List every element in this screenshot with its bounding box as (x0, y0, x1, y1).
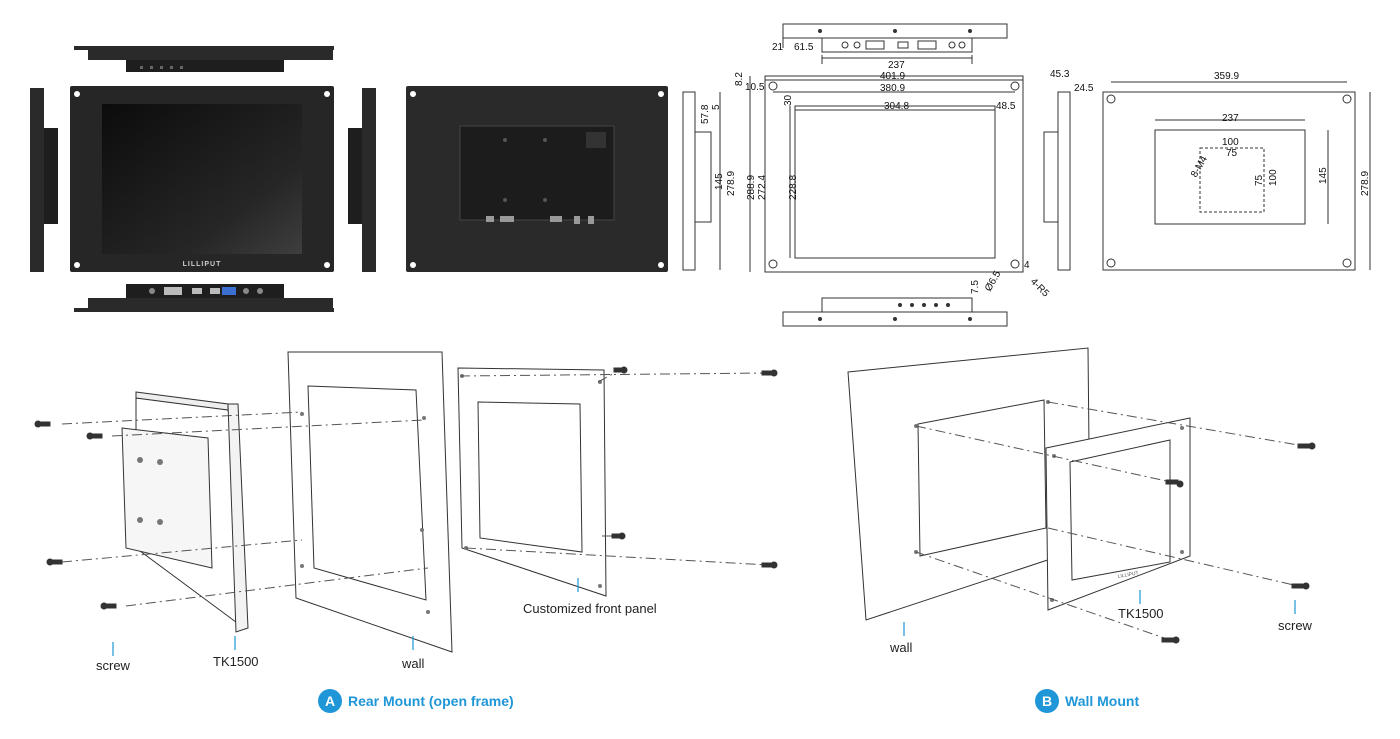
device-b: LILLIPUT (1045, 417, 1191, 611)
dim-side-depth-a: 57.8 (700, 104, 711, 124)
top-view-drawing (782, 23, 1008, 64)
bottom-view-drawing (782, 297, 1008, 327)
caption-a-title: Rear Mount (open frame) (348, 693, 514, 709)
label-panel-a: Customized front panel (523, 601, 657, 616)
screw-icon (34, 420, 51, 428)
screen-area (102, 104, 302, 254)
rear-view-photo (406, 86, 668, 272)
dim-front-view-height: 228.8 (788, 175, 799, 200)
wall-b (847, 347, 1091, 621)
top-view-photo (74, 46, 334, 72)
technical-drawings (682, 23, 1371, 327)
screw-icon (1297, 442, 1316, 450)
dim-front-radius: 4-R5 (1028, 276, 1051, 299)
caption-b: B Wall Mount (1035, 689, 1139, 713)
dim-side-height: 278.9 (726, 171, 737, 196)
front-view-photo: LILLIPUT (70, 86, 334, 272)
side-view-drawing (682, 91, 721, 271)
screw-icon (761, 561, 778, 569)
dim-side-box-height: 145 (714, 173, 725, 190)
dim-top-box-width: 237 (888, 60, 905, 71)
caption-b-title: Wall Mount (1065, 693, 1139, 709)
screws-a (34, 366, 778, 610)
brand-logo-b: LILLIPUT (1117, 570, 1139, 580)
dim-front-frame-width: 401.9 (880, 71, 905, 82)
dim-rear-vesa-75-v: 75 (1254, 174, 1265, 186)
screw-icon (613, 366, 628, 374)
leaders-b (903, 590, 1296, 636)
dim-rear-vesa-75-h: 75 (1226, 148, 1238, 159)
dim-front-hole-height: 272.4 (757, 175, 768, 200)
rear-side-drawing (1043, 91, 1071, 271)
dim-top-depth-box: 61.5 (794, 42, 814, 53)
label-screw-a: screw (96, 658, 131, 673)
device-rear-mount (121, 391, 249, 633)
rear-view-drawing (1102, 81, 1371, 271)
dim-rear-vesa-100-v: 100 (1268, 169, 1279, 186)
dim-rear-height: 278.9 (1360, 171, 1371, 196)
screw-icon (46, 558, 63, 566)
screw-guides-b (915, 401, 1305, 641)
dim-rear-box-width: 237 (1222, 113, 1239, 124)
label-wall-b: wall (889, 640, 913, 655)
badge-a-circle (318, 689, 342, 713)
label-screw-b: screw (1278, 618, 1313, 633)
leaders-a (112, 578, 579, 656)
dim-front-bottom-edge: 7.5 (970, 280, 981, 294)
rear-mount-diagram (34, 351, 778, 656)
front-view-drawing (749, 75, 1024, 273)
screw-icon (1291, 582, 1310, 590)
badge-b-letter: B (1042, 693, 1052, 709)
dim-front-hole-spacing: 380.9 (880, 83, 905, 94)
screw-icon (86, 432, 103, 440)
screw-icon (611, 532, 626, 540)
dim-front-view-width: 304.8 (884, 101, 909, 112)
label-wall-a: wall (401, 656, 425, 671)
dim-front-hole-dia: Ø6.5 (983, 269, 1004, 294)
dim-rear-width: 359.9 (1214, 71, 1239, 82)
dim-front-frame-height: 288.9 (746, 175, 757, 200)
dim-rear-vesa-100-h: 100 (1222, 137, 1239, 148)
dim-front-corner: 4 (1024, 260, 1030, 271)
dim-rear-box-height: 145 (1318, 167, 1329, 184)
dim-top-depth-total: 21 (772, 42, 784, 53)
screw-icon (1165, 479, 1184, 488)
dim-front-view-offset: 10.5 (745, 82, 765, 93)
label-device-b: TK1500 (1118, 606, 1164, 621)
left-side-photo (30, 88, 58, 272)
wall-mount-diagram: LILLIPUT (847, 347, 1316, 644)
dim-rear-depth-b: 24.5 (1074, 83, 1094, 94)
screws-b (1161, 442, 1316, 644)
screw-guides-a (61, 369, 769, 607)
dim-front-top-edge: 8.2 (734, 72, 745, 86)
dim-front-view-top: 30 (783, 94, 794, 106)
label-device-a: TK1500 (213, 654, 259, 669)
brand-logo-front: LILLIPUT (183, 261, 222, 268)
screw-icon (761, 369, 778, 377)
right-side-photo (348, 88, 376, 272)
dim-rear-depth-a: 45.3 (1050, 69, 1070, 80)
wall-a (287, 351, 453, 653)
screw-icon (100, 602, 117, 610)
caption-a: A Rear Mount (open frame) (318, 689, 514, 713)
front-panel-a (457, 367, 607, 597)
product-photos: LILLIPUT (30, 46, 668, 312)
badge-a-letter: A (325, 693, 335, 709)
dim-side-depth-b: 5 (711, 104, 722, 110)
dim-front-view-right: 48.5 (996, 101, 1016, 112)
badge-b-circle (1035, 689, 1059, 713)
screw-icon (1161, 636, 1180, 644)
bottom-view-photo (74, 284, 334, 312)
